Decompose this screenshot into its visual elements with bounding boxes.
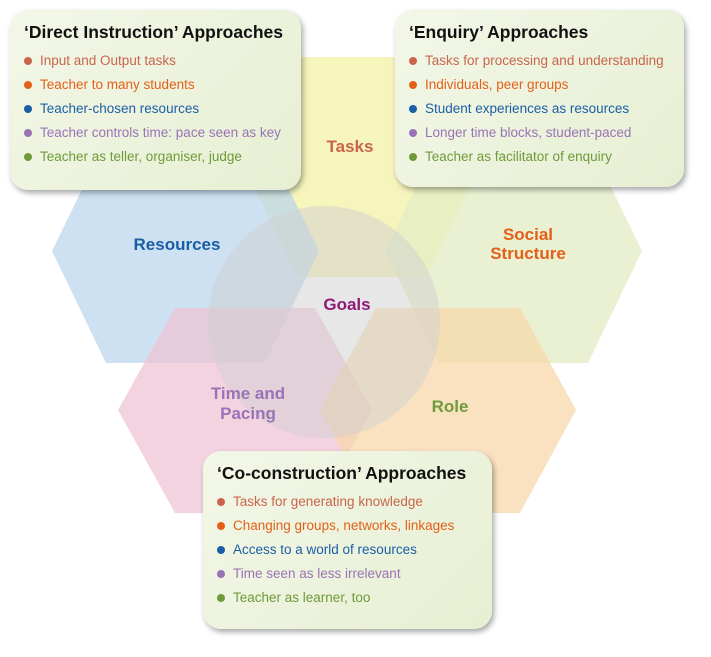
list-item: Tasks for generating knowledge <box>217 490 478 514</box>
list-item: Teacher as teller, organiser, judge <box>24 145 287 169</box>
label-goals: Goals <box>323 295 370 314</box>
item-text: Teacher as facilitator of enquiry <box>425 149 612 164</box>
list-item: Teacher as facilitator of enquiry <box>409 145 670 169</box>
item-text: Tasks for generating knowledge <box>233 494 423 509</box>
enquiry-title: ‘Enquiry’ Approaches <box>409 22 589 42</box>
bullet-dot-icon <box>217 570 225 578</box>
list-item: Tasks for processing and understanding <box>409 49 670 73</box>
item-text: Longer time blocks, student-paced <box>425 125 632 140</box>
item-text: Teacher controls time: pace seen as key <box>40 125 281 140</box>
list-item: Teacher-chosen resources <box>24 97 287 121</box>
bullet-dot-icon <box>217 522 225 530</box>
list-item: Teacher to many students <box>24 73 287 97</box>
bullet-dot-icon <box>409 81 417 89</box>
item-text: Access to a world of resources <box>233 542 417 557</box>
list-item: Longer time blocks, student-paced <box>409 121 670 145</box>
item-text: Student experiences as resources <box>425 101 630 116</box>
item-text: Changing groups, networks, linkages <box>233 518 455 533</box>
label-social-line2: Structure <box>490 244 566 263</box>
item-text: Teacher as teller, organiser, judge <box>40 149 242 164</box>
bullet-dot-icon <box>24 129 32 137</box>
list-item: Teacher controls time: pace seen as key <box>24 121 287 145</box>
label-tasks: Tasks <box>327 137 374 156</box>
item-text: Input and Output tasks <box>40 53 176 68</box>
hexagon-social-structure <box>385 140 642 363</box>
goals-circle <box>208 206 440 438</box>
list-item: Time seen as less irrelevant <box>217 562 478 586</box>
bullet-dot-icon <box>217 546 225 554</box>
bullet-dot-icon <box>217 594 225 602</box>
item-text: Teacher as learner, too <box>233 590 371 605</box>
co-construction-title: ‘Co-construction’ Approaches <box>217 463 467 483</box>
direct-instruction-title: ‘Direct Instruction’ Approaches <box>24 22 283 42</box>
direct-instruction-list: Input and Output tasks Teacher to many s… <box>24 49 287 169</box>
label-time-line2: Pacing <box>220 404 276 423</box>
co-construction-box: ‘Co-construction’ Approaches Tasks for g… <box>203 451 492 629</box>
co-construction-list: Tasks for generating knowledge Changing … <box>217 490 478 610</box>
bullet-dot-icon <box>409 153 417 161</box>
bullet-dot-icon <box>217 498 225 506</box>
label-resources: Resources <box>134 235 221 254</box>
list-item: Individuals, peer groups <box>409 73 670 97</box>
list-item: Teacher as learner, too <box>217 586 478 610</box>
label-time-line1: Time and <box>211 384 285 403</box>
list-item: Student experiences as resources <box>409 97 670 121</box>
enquiry-list: Tasks for processing and understanding I… <box>409 49 670 169</box>
label-social-line1: Social <box>503 225 553 244</box>
item-text: Teacher to many students <box>40 77 195 92</box>
bullet-dot-icon <box>24 105 32 113</box>
enquiry-box: ‘Enquiry’ Approaches Tasks for processin… <box>395 10 684 187</box>
direct-instruction-box: ‘Direct Instruction’ Approaches Input an… <box>10 10 301 190</box>
label-role: Role <box>432 397 469 416</box>
list-item: Input and Output tasks <box>24 49 287 73</box>
bullet-dot-icon <box>409 129 417 137</box>
bullet-dot-icon <box>409 105 417 113</box>
bullet-dot-icon <box>409 57 417 65</box>
bullet-dot-icon <box>24 153 32 161</box>
item-text: Teacher-chosen resources <box>40 101 200 116</box>
item-text: Tasks for processing and understanding <box>425 53 664 68</box>
list-item: Changing groups, networks, linkages <box>217 514 478 538</box>
bullet-dot-icon <box>24 57 32 65</box>
list-item: Access to a world of resources <box>217 538 478 562</box>
item-text: Time seen as less irrelevant <box>233 566 401 581</box>
item-text: Individuals, peer groups <box>425 77 569 92</box>
bullet-dot-icon <box>24 81 32 89</box>
